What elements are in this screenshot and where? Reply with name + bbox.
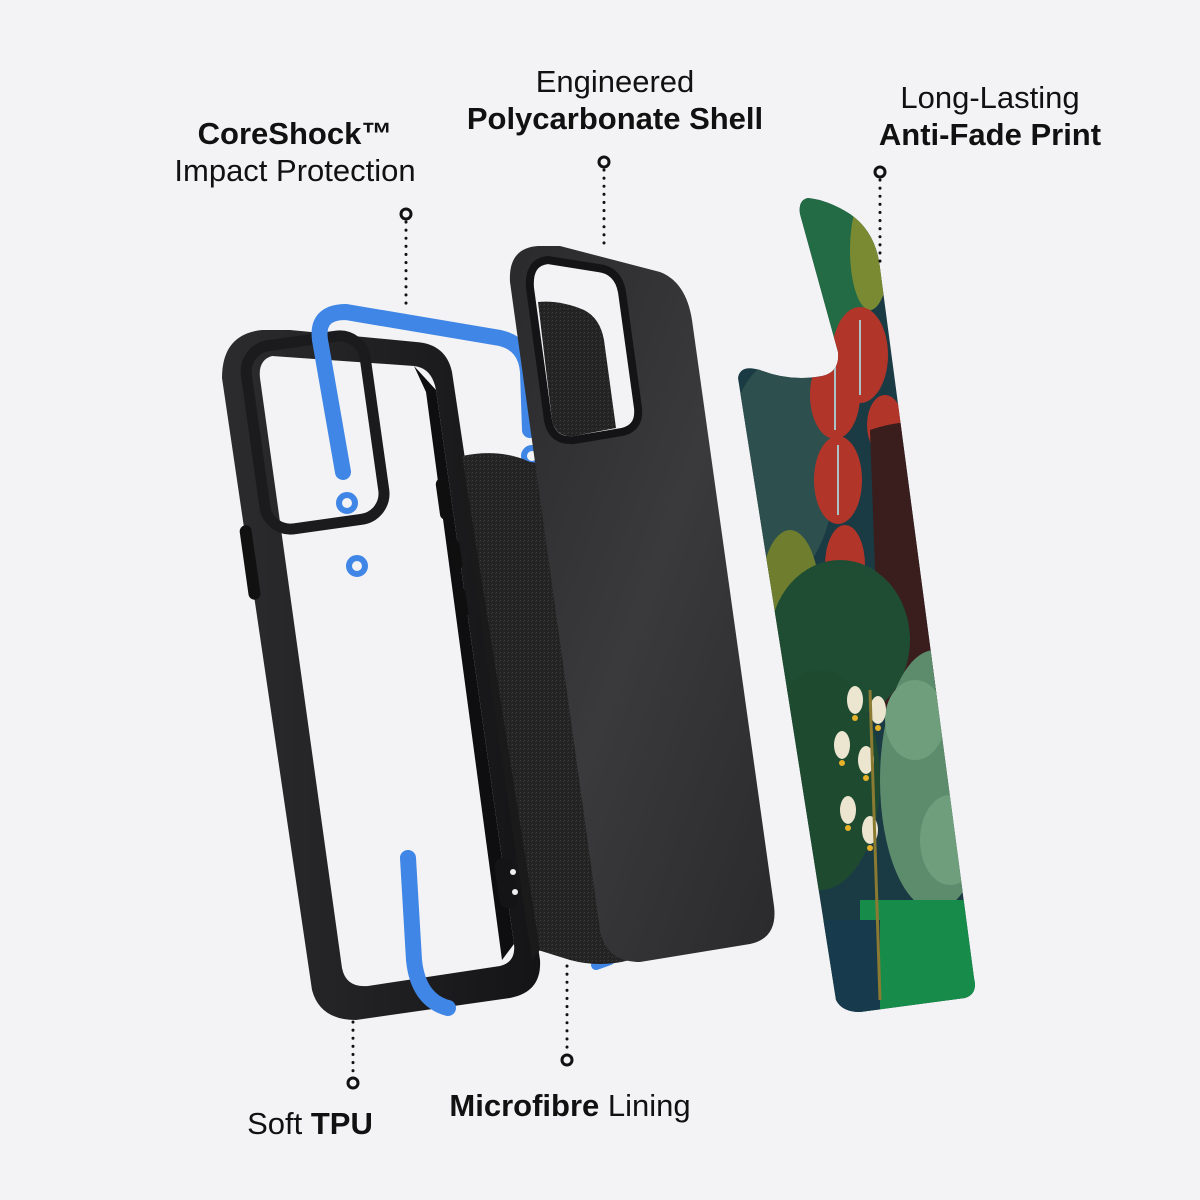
coreshock-ring-2: [346, 555, 368, 577]
anchor-polycarbonate-icon: [597, 155, 611, 169]
callout-tpu: Soft TPU: [215, 1106, 405, 1143]
callout-microfibre-title: Microfibre: [449, 1088, 600, 1123]
callout-antifade: Long-Lasting Anti-Fade Print: [850, 80, 1130, 153]
callout-microfibre: Microfibre Lining: [420, 1088, 720, 1125]
tpu-bumper-frame: [222, 330, 541, 1020]
callout-tpu-prefix: Soft: [247, 1106, 311, 1141]
callout-microfibre-suffix: Lining: [599, 1088, 691, 1123]
anchor-tpu-icon: [346, 1076, 360, 1090]
callout-polycarbonate-subtitle: Engineered: [535, 64, 695, 99]
anchor-antifade-icon: [873, 165, 887, 179]
coreshock-ring-1: [336, 492, 358, 514]
polycarbonate-shell: [509, 246, 775, 962]
callout-coreshock: CoreShock™ Impact Protection: [150, 116, 440, 189]
callout-antifade-title: Anti-Fade Print: [878, 116, 1102, 152]
anchor-microfibre-icon: [560, 1053, 574, 1067]
callout-polycarbonate: Engineered Polycarbonate Shell: [440, 64, 790, 137]
callout-tpu-title: TPU: [310, 1106, 373, 1141]
callout-coreshock-title: CoreShock™: [197, 116, 393, 151]
callout-coreshock-subtitle: Impact Protection: [174, 152, 416, 188]
leader-lines: [351, 168, 882, 1078]
anchor-coreshock-icon: [399, 207, 413, 221]
callout-antifade-subtitle: Long-Lasting: [900, 80, 1080, 115]
callout-polycarbonate-title: Polycarbonate Shell: [466, 100, 764, 136]
